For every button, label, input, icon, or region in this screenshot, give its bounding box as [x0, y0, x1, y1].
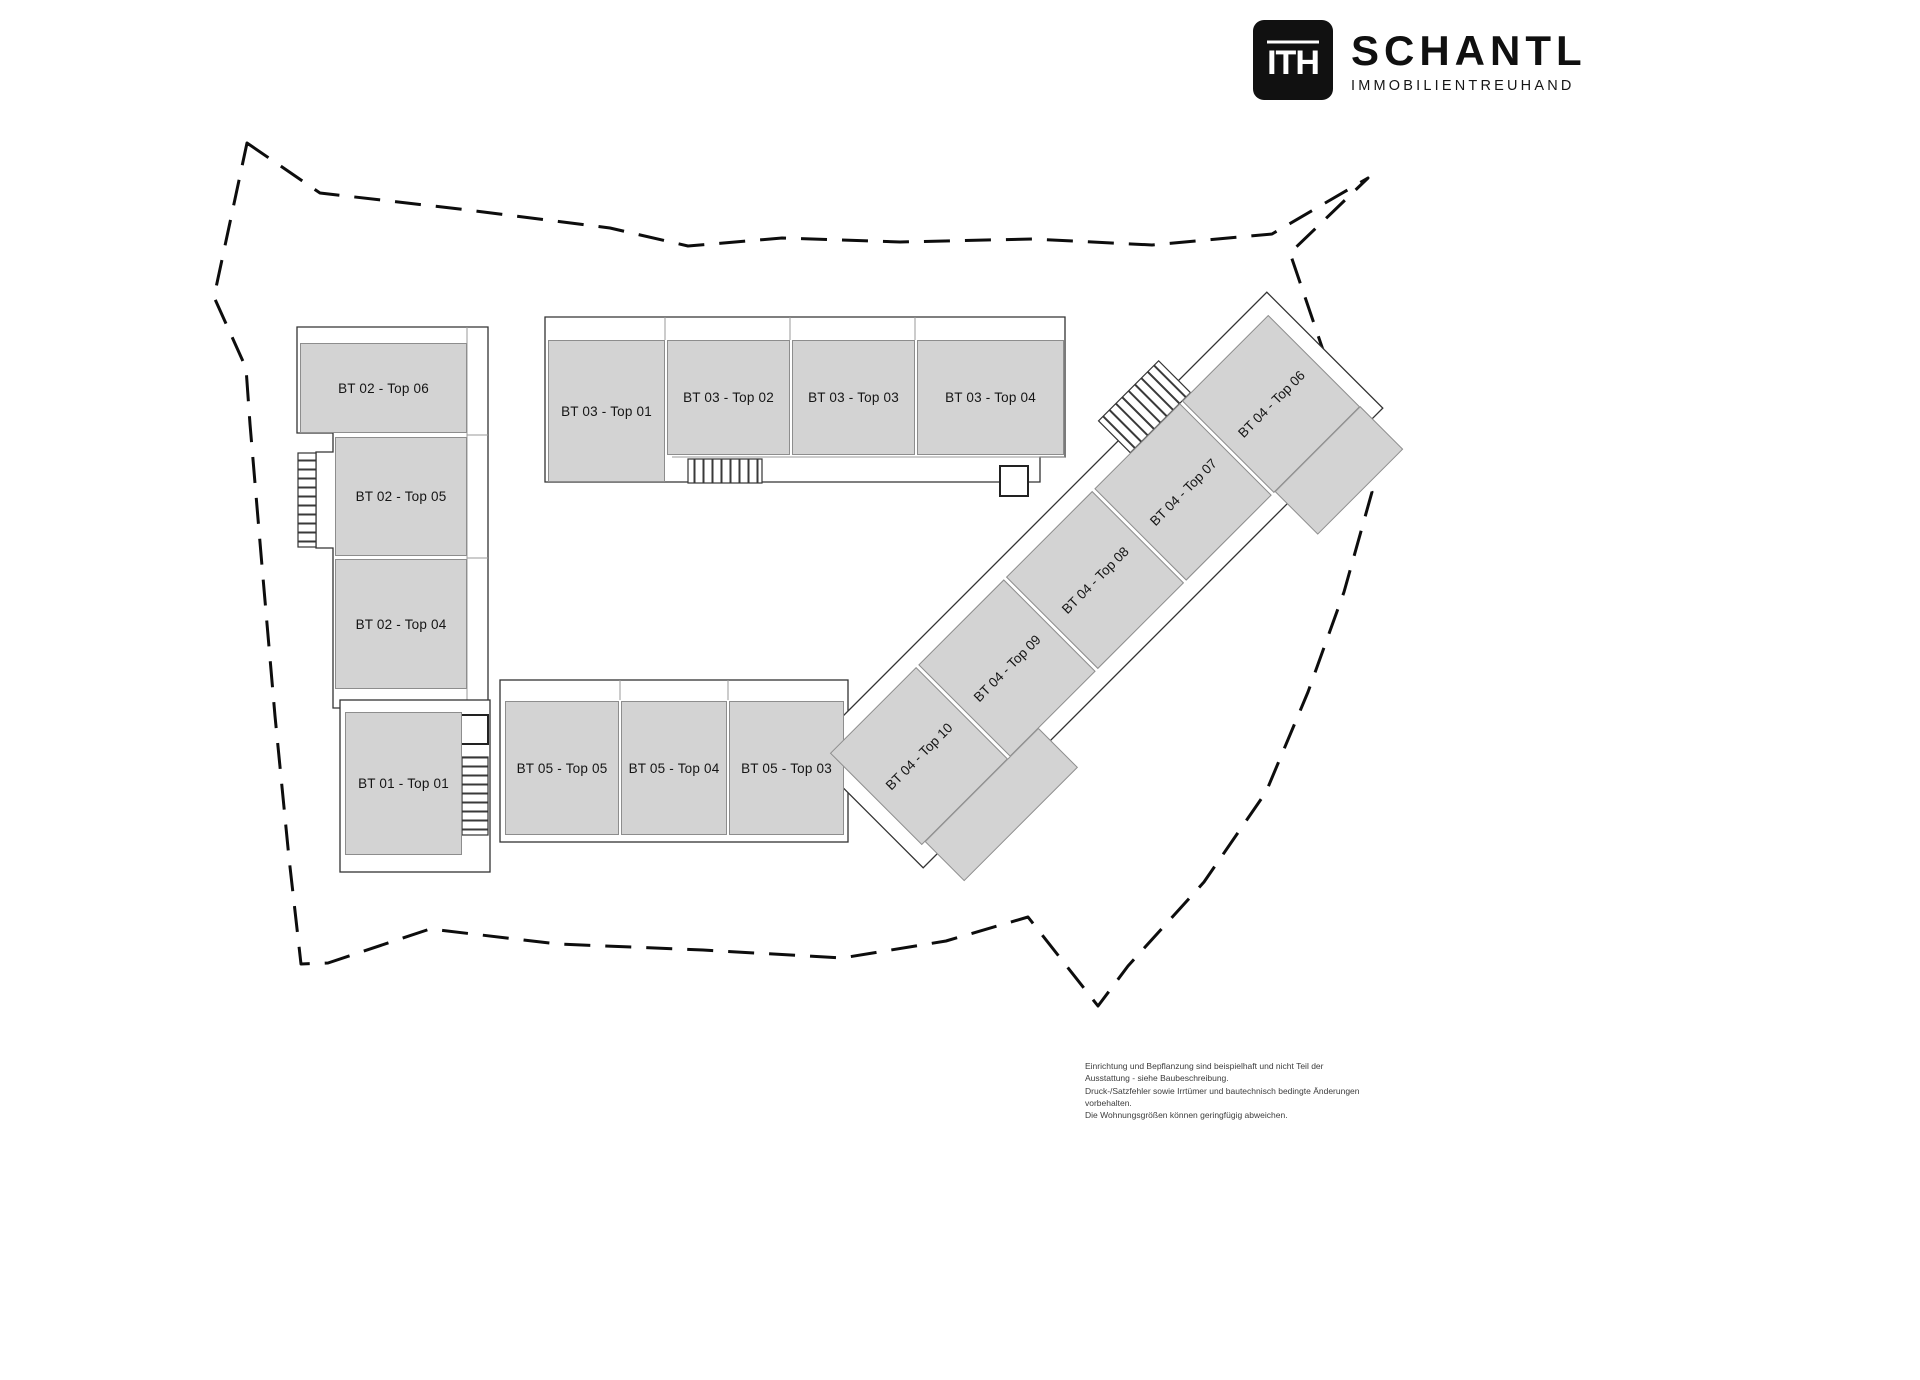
unit-bt03-top03[interactable]: BT 03 - Top 03: [792, 340, 915, 455]
unit-bt02-top05[interactable]: BT 02 - Top 05: [335, 437, 467, 556]
unit-bt05-top05[interactable]: BT 05 - Top 05: [505, 701, 619, 835]
unit-bt01-top01[interactable]: BT 01 - Top 01: [345, 712, 462, 855]
unit-bt03-top04[interactable]: BT 03 - Top 04: [917, 340, 1064, 455]
plot-boundary-line: [212, 141, 1374, 1008]
unit-bt03-top01[interactable]: BT 03 - Top 01: [548, 340, 665, 482]
unit-label: BT 03 - Top 01: [561, 403, 652, 419]
brand-name: SCHANTL: [1351, 27, 1587, 74]
ith-logo-icon: ITH: [1253, 20, 1333, 100]
stairs-icon-bt02: [297, 452, 317, 548]
unit-label: BT 02 - Top 05: [355, 489, 447, 504]
unit-bt05-top03[interactable]: BT 05 - Top 03: [729, 701, 844, 835]
unit-label: BT 04 - Top 09: [970, 631, 1044, 705]
unit-label: BT 03 - Top 02: [683, 390, 774, 405]
stairs-icon-bt03: [687, 458, 763, 484]
elevator-icon-bt03: [999, 465, 1029, 497]
unit-label: BT 04 - Top 10: [882, 719, 956, 793]
unit-label: BT 04 - Top 07: [1146, 455, 1220, 529]
unit-label: BT 02 - Top 06: [338, 380, 429, 396]
unit-label: BT 05 - Top 05: [516, 760, 608, 776]
disclaimer-line: vorbehalten.: [1085, 1097, 1132, 1108]
unit-label: BT 04 - Top 08: [1058, 543, 1132, 617]
disclaimer-line: Einrichtung und Bepflanzung sind beispie…: [1085, 1061, 1324, 1071]
unit-bt03-top02[interactable]: BT 03 - Top 02: [667, 340, 790, 455]
unit-bt02-top06[interactable]: BT 02 - Top 06: [300, 343, 467, 433]
unit-bt02-top04[interactable]: BT 02 - Top 04: [335, 559, 467, 689]
unit-label: BT 03 - Top 04: [945, 390, 1036, 405]
unit-label: BT 03 - Top 03: [808, 390, 899, 405]
unit-label: BT 02 - Top 04: [355, 616, 447, 632]
logo-text: SCHANTL IMMOBILIENTREUHAND: [1351, 20, 1587, 94]
stairs-icon-bt01: [461, 756, 489, 836]
disclaimer-line: Die Wohnungsgrößen können geringfügig ab…: [1085, 1110, 1288, 1121]
disclaimer-text: Einrichtung und Bepflanzung sind beispie…: [1085, 1060, 1385, 1122]
brand-tagline: IMMOBILIENTREUHAND: [1351, 78, 1575, 95]
unit-bt05-top04[interactable]: BT 05 - Top 04: [621, 701, 727, 835]
elevator-icon-bt01: [460, 714, 489, 745]
unit-label: BT 05 - Top 04: [628, 760, 720, 776]
unit-label: BT 04 - Top 06: [1234, 367, 1308, 441]
unit-label: BT 05 - Top 03: [741, 760, 832, 776]
brand-logo: ITH SCHANTL IMMOBILIENTREUHAND: [1253, 20, 1587, 100]
disclaimer-line: Ausstattung - siehe Baubeschreibung.: [1085, 1073, 1229, 1084]
disclaimer-line: Druck-/Satzfehler sowie Irrtümer und bau…: [1085, 1085, 1360, 1096]
logo-monogram: ITH: [1267, 44, 1319, 82]
unit-label: BT 01 - Top 01: [358, 776, 449, 791]
